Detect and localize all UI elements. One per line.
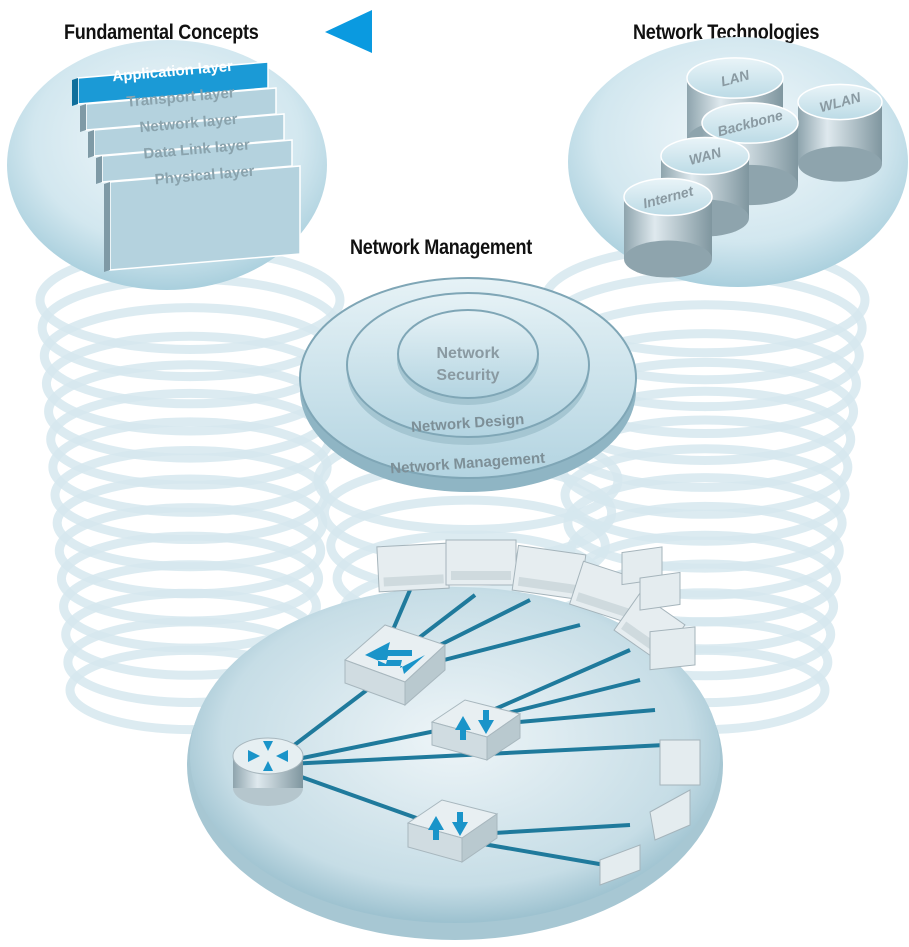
host-stack <box>599 546 701 886</box>
technology-label-lan: LAN <box>719 66 752 89</box>
switch-lower <box>406 799 499 863</box>
management-rings: Network Security Network Design Network … <box>299 277 637 492</box>
switch-middle-arrows-icon <box>455 710 494 740</box>
monitor-2 <box>445 539 517 586</box>
technology-wlan: WLAN <box>797 83 883 182</box>
switch-lower-arrows-icon <box>428 812 468 840</box>
network-management-title: Network Management <box>350 236 533 259</box>
router-arrows-icon <box>248 741 288 771</box>
osi-layer-4: Data Link layer <box>96 136 293 184</box>
security-ring-label-line1: Network <box>436 345 499 362</box>
router <box>232 737 304 806</box>
switch-upper <box>344 624 446 707</box>
osi-layer-5: Physical layer <box>104 163 301 272</box>
monitor-3 <box>511 544 587 601</box>
network-technologies-title: Network Technologies <box>633 21 820 44</box>
switch-middle <box>430 699 522 761</box>
security-ring-label-line2: Security <box>436 367 499 384</box>
technology-internet: Internet <box>623 177 713 278</box>
fundamental-concepts-title: Fundamental Concepts <box>64 21 259 44</box>
monitor-1 <box>376 542 450 593</box>
switch-upper-arrows-icon <box>365 642 425 674</box>
pointer-arrow-icon <box>325 10 372 53</box>
